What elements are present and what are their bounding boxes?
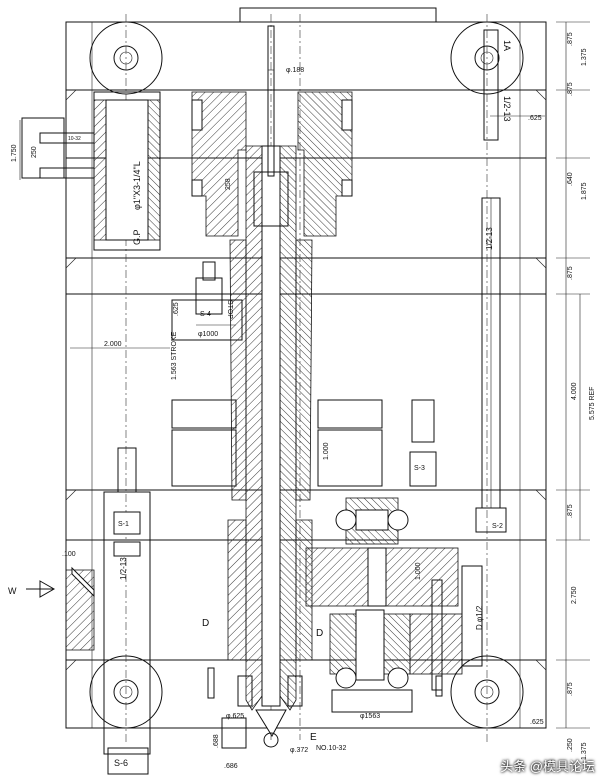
s1-label: S-1 — [118, 521, 129, 528]
dim-688: .688 — [213, 734, 220, 748]
stop-label: STOP — [226, 300, 233, 319]
dim-4000: 4.000 — [571, 382, 578, 400]
dim-875-d: .875 — [567, 504, 574, 518]
dim-686: .686 — [224, 763, 238, 770]
thread-label-1b: 1/2-13 — [502, 96, 512, 122]
s6-label: S-6 — [114, 758, 128, 768]
dia-1000-c: 1.000 — [415, 562, 422, 580]
dim-372: φ.372 — [290, 747, 308, 754]
letter-d2: D — [316, 628, 323, 639]
sprue-rod — [267, 25, 275, 177]
view-arrow-w — [26, 580, 56, 598]
left-guide-bushing — [21, 91, 161, 251]
dia-1000-b: 1.000 — [323, 442, 330, 460]
stroke-label: 1.563 STROKE — [171, 331, 178, 380]
dim-640: .640 — [567, 172, 574, 186]
dim-875-a: .875 — [567, 32, 574, 46]
nozzle-tip — [263, 732, 279, 748]
nozzle-callout: NO.10-32 — [316, 745, 346, 752]
dim-1375: 1.375 — [581, 48, 588, 66]
dia-1563: φ1563 — [360, 713, 380, 720]
dim-1875: 1.875 — [581, 182, 588, 200]
dim-875-b: .875 — [567, 82, 574, 96]
dim-100: .100 — [62, 551, 76, 558]
dim-2000-label: 2.000 — [104, 341, 122, 348]
letter-e: E — [310, 732, 317, 743]
thread-label-1a: 1A — [502, 40, 512, 51]
dia-1000-label: φ1000 — [198, 331, 218, 338]
letter-d1: D — [202, 618, 209, 629]
s3-block — [409, 451, 437, 487]
d-dia-label: D φ1/2 — [475, 605, 484, 630]
dimension-labels: φ.188 1A 1/2-13 .625 φ1"X3-1/4"L G.P 1.7… — [8, 32, 596, 770]
bushing-dia-label: φ1"X3-1/4"L — [132, 161, 142, 210]
letter-w: W — [8, 586, 17, 596]
spacer-details — [171, 399, 437, 487]
right-dimension-chain — [556, 21, 590, 729]
gp-label: G.P — [132, 229, 142, 245]
s4-label: S-4 — [200, 311, 211, 318]
dim-left-1750: 1.750 — [11, 144, 18, 162]
dia-625-label: φ.625 — [226, 713, 244, 720]
s6-block — [107, 747, 149, 775]
dim-1375-b: 1.375 — [581, 742, 588, 760]
central-spindle — [227, 25, 313, 748]
s3-label: S-3 — [414, 465, 425, 472]
gear-box — [305, 497, 483, 713]
stop-block — [171, 261, 243, 341]
dim-2750: 2.750 — [571, 586, 578, 604]
dim-625-b: .625 — [530, 719, 544, 726]
locating-ring — [239, 7, 437, 23]
dim-250-b: .250 — [567, 738, 574, 752]
nozzle-dim: 258 — [225, 178, 232, 190]
dim-875-c: .875 — [567, 266, 574, 280]
s2-label: S-2 — [492, 523, 503, 530]
dim-625-top: .625 — [528, 115, 542, 122]
driven-gear — [409, 613, 463, 675]
watermark: 头条 @模具论坛 — [500, 759, 595, 774]
dim-top-shaft: φ.188 — [286, 67, 304, 74]
dim-5575: 5.575 REF — [589, 387, 596, 420]
right-thread-2: 1/2-13 — [485, 227, 494, 250]
callout-10-32: 10-32 — [68, 136, 81, 142]
dim-left-250: 250 — [31, 146, 38, 158]
dim-875-e: .875 — [567, 682, 574, 696]
thread-s1: 1/2-13 — [119, 557, 128, 580]
cavity-inserts — [191, 91, 353, 237]
s1-ejector-rod — [103, 447, 151, 775]
left-wedge — [65, 566, 95, 651]
dim-625-a: .625 — [173, 302, 180, 316]
right-tie-rod — [475, 29, 545, 533]
lower-bolts — [207, 667, 303, 749]
